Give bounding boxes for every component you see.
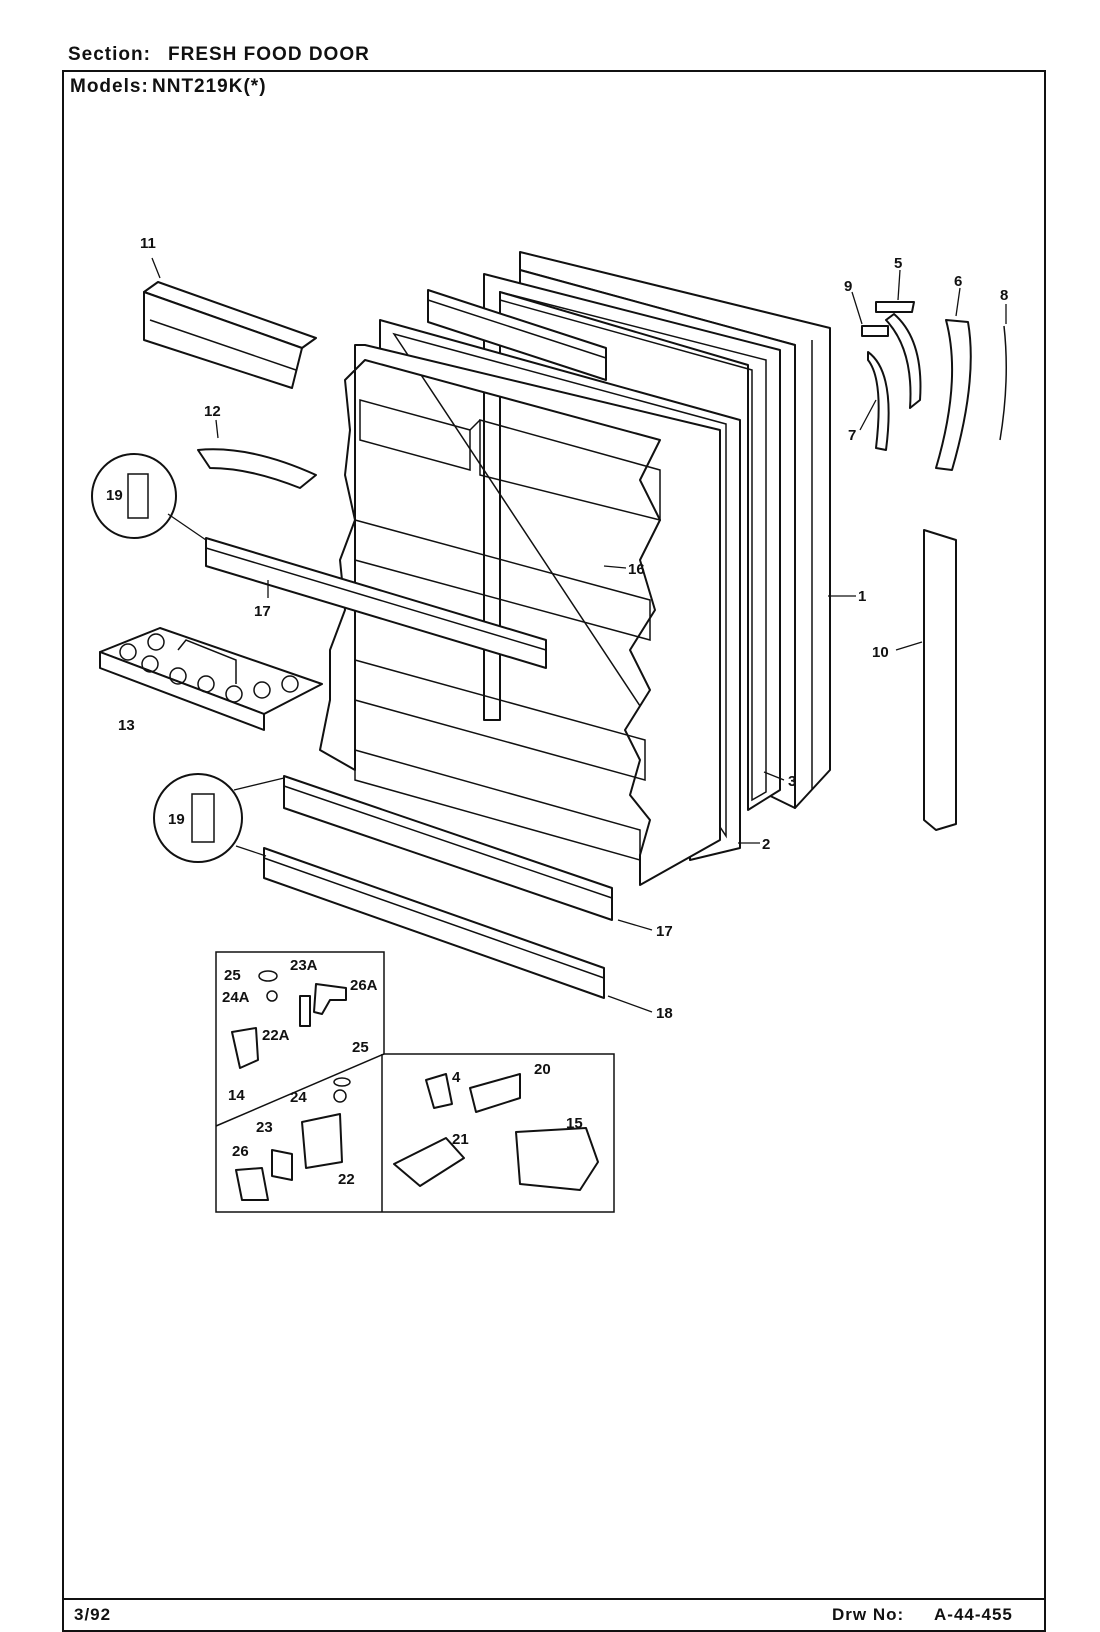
callout-17-upper: 17 (254, 603, 271, 620)
callout-24a: 24A (222, 989, 250, 1006)
hardware-inset (215, 951, 615, 1213)
callout-23a: 23A (290, 957, 318, 974)
callout-12: 12 (204, 403, 221, 420)
callout-6: 6 (954, 273, 962, 290)
callout-2: 2 (762, 836, 770, 853)
callout-19-upper: 19 (106, 487, 123, 504)
egg-tray-part (99, 627, 323, 731)
lower-shelf-bar-part (283, 775, 613, 921)
door-strip-part (923, 529, 957, 831)
exploded-parts-diagram: 1 2 3 4 5 6 7 8 9 10 11 12 13 14 15 16 1… (91, 235, 1008, 1213)
callout-5: 5 (894, 255, 902, 272)
callout-4: 4 (452, 1069, 461, 1086)
leader-lines (151, 257, 1007, 1013)
callout-19-lower: 19 (168, 811, 185, 828)
models-value: NNT219K(*) (152, 76, 267, 97)
callout-25-mid: 25 (352, 1039, 369, 1056)
callout-21: 21 (452, 1131, 469, 1148)
callout-20: 20 (534, 1061, 551, 1078)
callout-15: 15 (566, 1115, 583, 1132)
callout-26: 26 (232, 1143, 249, 1160)
callout-13: 13 (118, 717, 135, 734)
upper-shelf-bar-part (205, 537, 547, 669)
drawing-number-label: Drw No: (832, 1605, 905, 1624)
shelf-bar-part (427, 289, 607, 381)
callout-9: 9 (844, 278, 852, 295)
callout-10: 10 (872, 644, 889, 661)
callout-24: 24 (290, 1089, 307, 1106)
callout-26a: 26A (350, 977, 378, 994)
footer-divider (62, 1598, 1046, 1600)
models-label: Models: (70, 76, 149, 97)
callout-1: 1 (858, 588, 866, 605)
butter-tray-part (197, 448, 317, 489)
detail-circle-upper (91, 453, 207, 541)
door-gasket-part (483, 273, 781, 811)
detail-circle-lower (153, 773, 285, 863)
footer-date: 3/92 (74, 1605, 112, 1624)
callout-7: 7 (848, 427, 856, 444)
dairy-compartment-part (143, 281, 317, 389)
callout-16: 16 (628, 561, 645, 578)
callout-14: 14 (228, 1087, 245, 1104)
callout-18: 18 (656, 1005, 673, 1022)
hinge-parts-group (861, 301, 1007, 471)
bottom-bar-part (263, 847, 605, 999)
callout-11: 11 (140, 235, 156, 252)
callout-25-top: 25 (224, 967, 241, 984)
drawing-number: A-44-455 (934, 1605, 1013, 1624)
callout-22a: 22A (262, 1027, 290, 1044)
callout-17-lower: 17 (656, 923, 673, 940)
callout-8: 8 (1000, 287, 1008, 304)
section-label: Section: (68, 44, 151, 65)
callout-23: 23 (256, 1119, 273, 1136)
section-value: FRESH FOOD DOOR (168, 44, 370, 65)
callout-22: 22 (338, 1171, 355, 1188)
callout-3: 3 (788, 773, 796, 790)
door-inner-liner (319, 344, 721, 886)
